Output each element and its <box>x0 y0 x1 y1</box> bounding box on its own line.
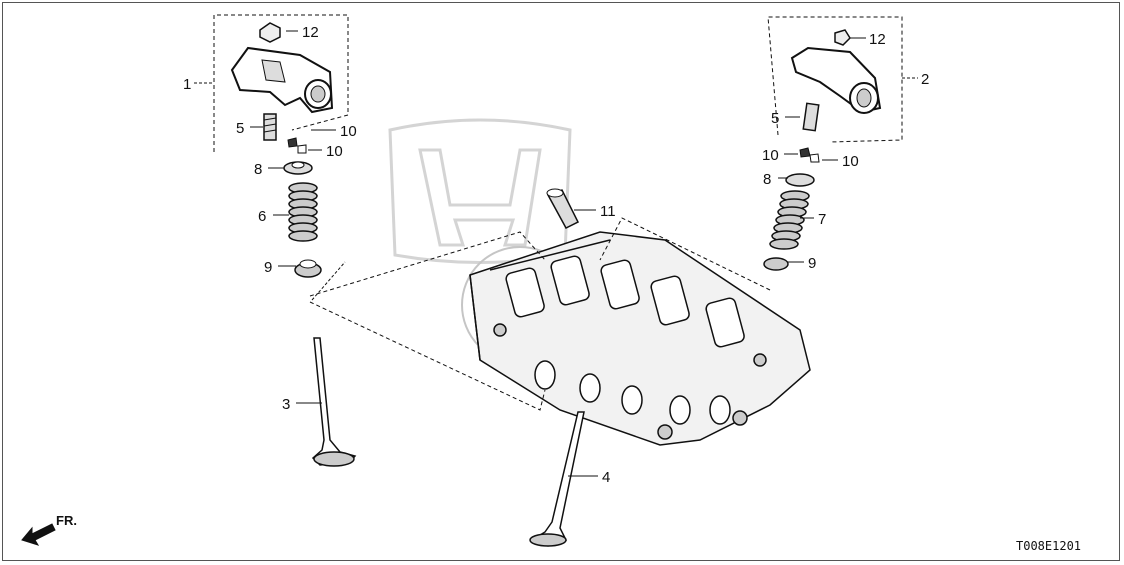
callout-5-left: 5 <box>236 120 244 137</box>
callout-10-right-a: 10 <box>762 147 779 164</box>
valve-spring-stack-left <box>283 161 322 278</box>
callout-7: 7 <box>818 211 826 228</box>
callout-4: 4 <box>602 469 610 486</box>
callout-12-right: 12 <box>869 31 886 48</box>
dowel-pin <box>546 188 580 229</box>
callout-11: 11 <box>600 203 616 220</box>
cylinder-head <box>469 231 811 446</box>
callout-1: 1 <box>183 76 191 93</box>
diagram-code: T008E1201 <box>1016 539 1081 553</box>
callout-labels: 1 2 3 4 5 5 6 7 8 8 9 9 10 10 10 10 11 1… <box>183 24 929 486</box>
callout-5-right: 5 <box>771 110 779 127</box>
callout-9-left: 9 <box>264 259 272 276</box>
rocker-arm-assembly-left <box>194 14 349 154</box>
callout-9-right: 9 <box>808 255 816 272</box>
callout-10-left-lower: 10 <box>326 143 343 160</box>
callout-3: 3 <box>282 396 290 413</box>
rocker-arm-assembly-right <box>767 16 918 163</box>
callout-10-left-upper: 10 <box>340 123 357 140</box>
callout-8-left: 8 <box>254 161 262 178</box>
callout-8-right: 8 <box>763 171 771 188</box>
callout-2: 2 <box>921 71 929 88</box>
callout-12-left: 12 <box>302 24 319 41</box>
exhaust-valve <box>529 411 585 547</box>
valve-spring-stack-right <box>763 173 815 271</box>
direction-label: FR. <box>56 513 77 528</box>
callout-10-right-b: 10 <box>842 153 859 170</box>
intake-valve <box>311 261 357 467</box>
callout-6: 6 <box>258 208 266 225</box>
leader-lines <box>250 30 866 477</box>
front-direction-arrow-icon: FR. <box>21 513 77 546</box>
